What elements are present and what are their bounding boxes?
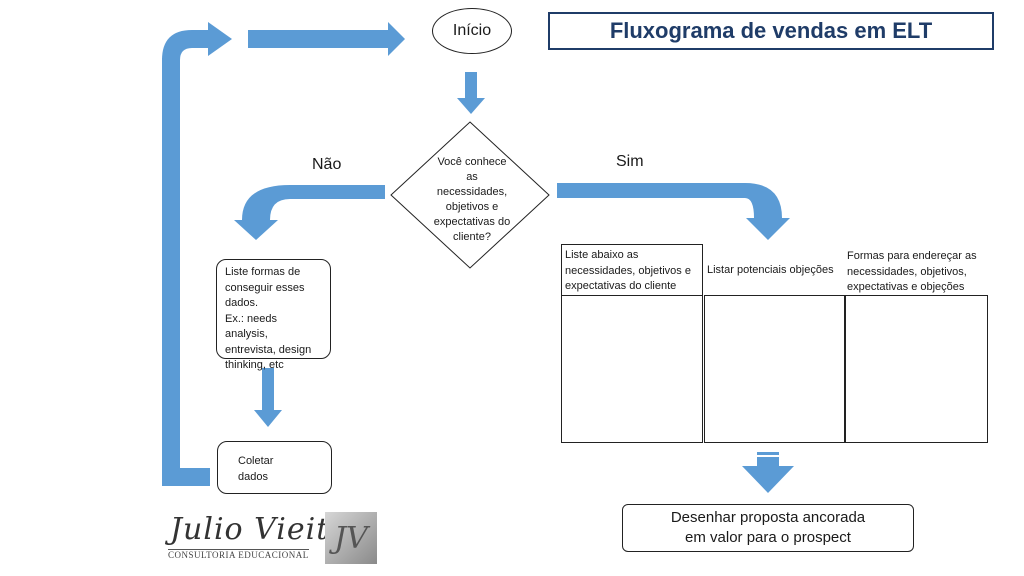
decision-line: Você conhece: [437, 156, 507, 168]
decision-line: necessidades,: [436, 186, 508, 198]
arrow-start-to-decision: [457, 72, 485, 114]
column-header-line: expectativas do cliente: [565, 280, 677, 292]
logo-monogram: JV: [325, 512, 377, 564]
branch-yes-label: Sim: [616, 153, 644, 170]
final-line: em valor para o prospect: [685, 529, 851, 546]
list-methods-line: Ex.: needs analysis,: [225, 312, 277, 341]
list-methods-line: Liste formas de: [225, 266, 301, 278]
start-node: Início: [432, 8, 512, 54]
branch-no-label: Não: [312, 156, 342, 173]
list-methods-line: dados.: [225, 297, 259, 309]
collect-line: Coletar: [238, 455, 274, 467]
decision-line: as: [466, 171, 478, 183]
decision-diamond: [390, 121, 550, 269]
list-methods-line: entrevista, design: [225, 343, 312, 356]
loop-back-corner: [162, 30, 210, 60]
column-body-needs: [561, 295, 703, 443]
list-methods-line: conseguir esses: [225, 281, 305, 294]
decision-question: Você conhece as necessidades, objetivos …: [420, 155, 524, 245]
loop-back-bar: [162, 58, 180, 440]
collect-line: dados: [238, 470, 268, 483]
collect-data-box: Coletar dados: [217, 441, 332, 494]
column-header-line: Liste abaixo as: [565, 249, 639, 261]
column-header-line: necessidades, objetivos e: [565, 264, 691, 277]
loop-arrow-head-1: [208, 22, 232, 56]
arrow-table-to-final: [742, 457, 794, 493]
list-methods-box: Liste formas de conseguir esses dados. E…: [216, 259, 331, 371]
list-methods-line: thinking, etc: [225, 359, 284, 371]
arrow-table-to-final-stripe: [757, 452, 779, 455]
column-body-objections: [704, 295, 845, 443]
column-header-needs: Liste abaixo as necessidades, objetivos …: [561, 247, 703, 296]
decision-line: cliente?: [453, 231, 491, 243]
final-proposal-box: Desenhar proposta ancorada em valor para…: [622, 504, 914, 552]
arrow-no-branch: [234, 185, 385, 240]
decision-line: expectativas do: [433, 216, 511, 228]
start-label: Início: [452, 22, 492, 39]
column-body-address: [845, 295, 988, 443]
column-header-line: Listar potenciais objeções: [707, 264, 834, 276]
decision-line: objetivos e: [445, 201, 499, 213]
column-header-line: necessidades, objetivos,: [847, 265, 967, 278]
column-header-line: expectativas e objeções: [847, 281, 965, 293]
logo-subtitle: CONSULTORIA EDUCACIONAL: [168, 549, 309, 560]
column-header-line: Formas para endereçar as: [847, 250, 977, 262]
arrow-to-start: [248, 22, 405, 56]
page-title: Fluxograma de vendas em ELT: [548, 12, 994, 50]
column-header-objections: Listar potenciais objeções: [703, 262, 845, 280]
column-header-address: Formas para endereçar as necessidades, o…: [843, 248, 988, 297]
collect-return-hook: [162, 440, 210, 486]
arrow-list-to-collect: [254, 368, 282, 427]
final-line: Desenhar proposta ancorada: [670, 509, 866, 526]
arrow-yes-branch: [557, 183, 790, 240]
column-header-border-needs: [561, 244, 703, 296]
